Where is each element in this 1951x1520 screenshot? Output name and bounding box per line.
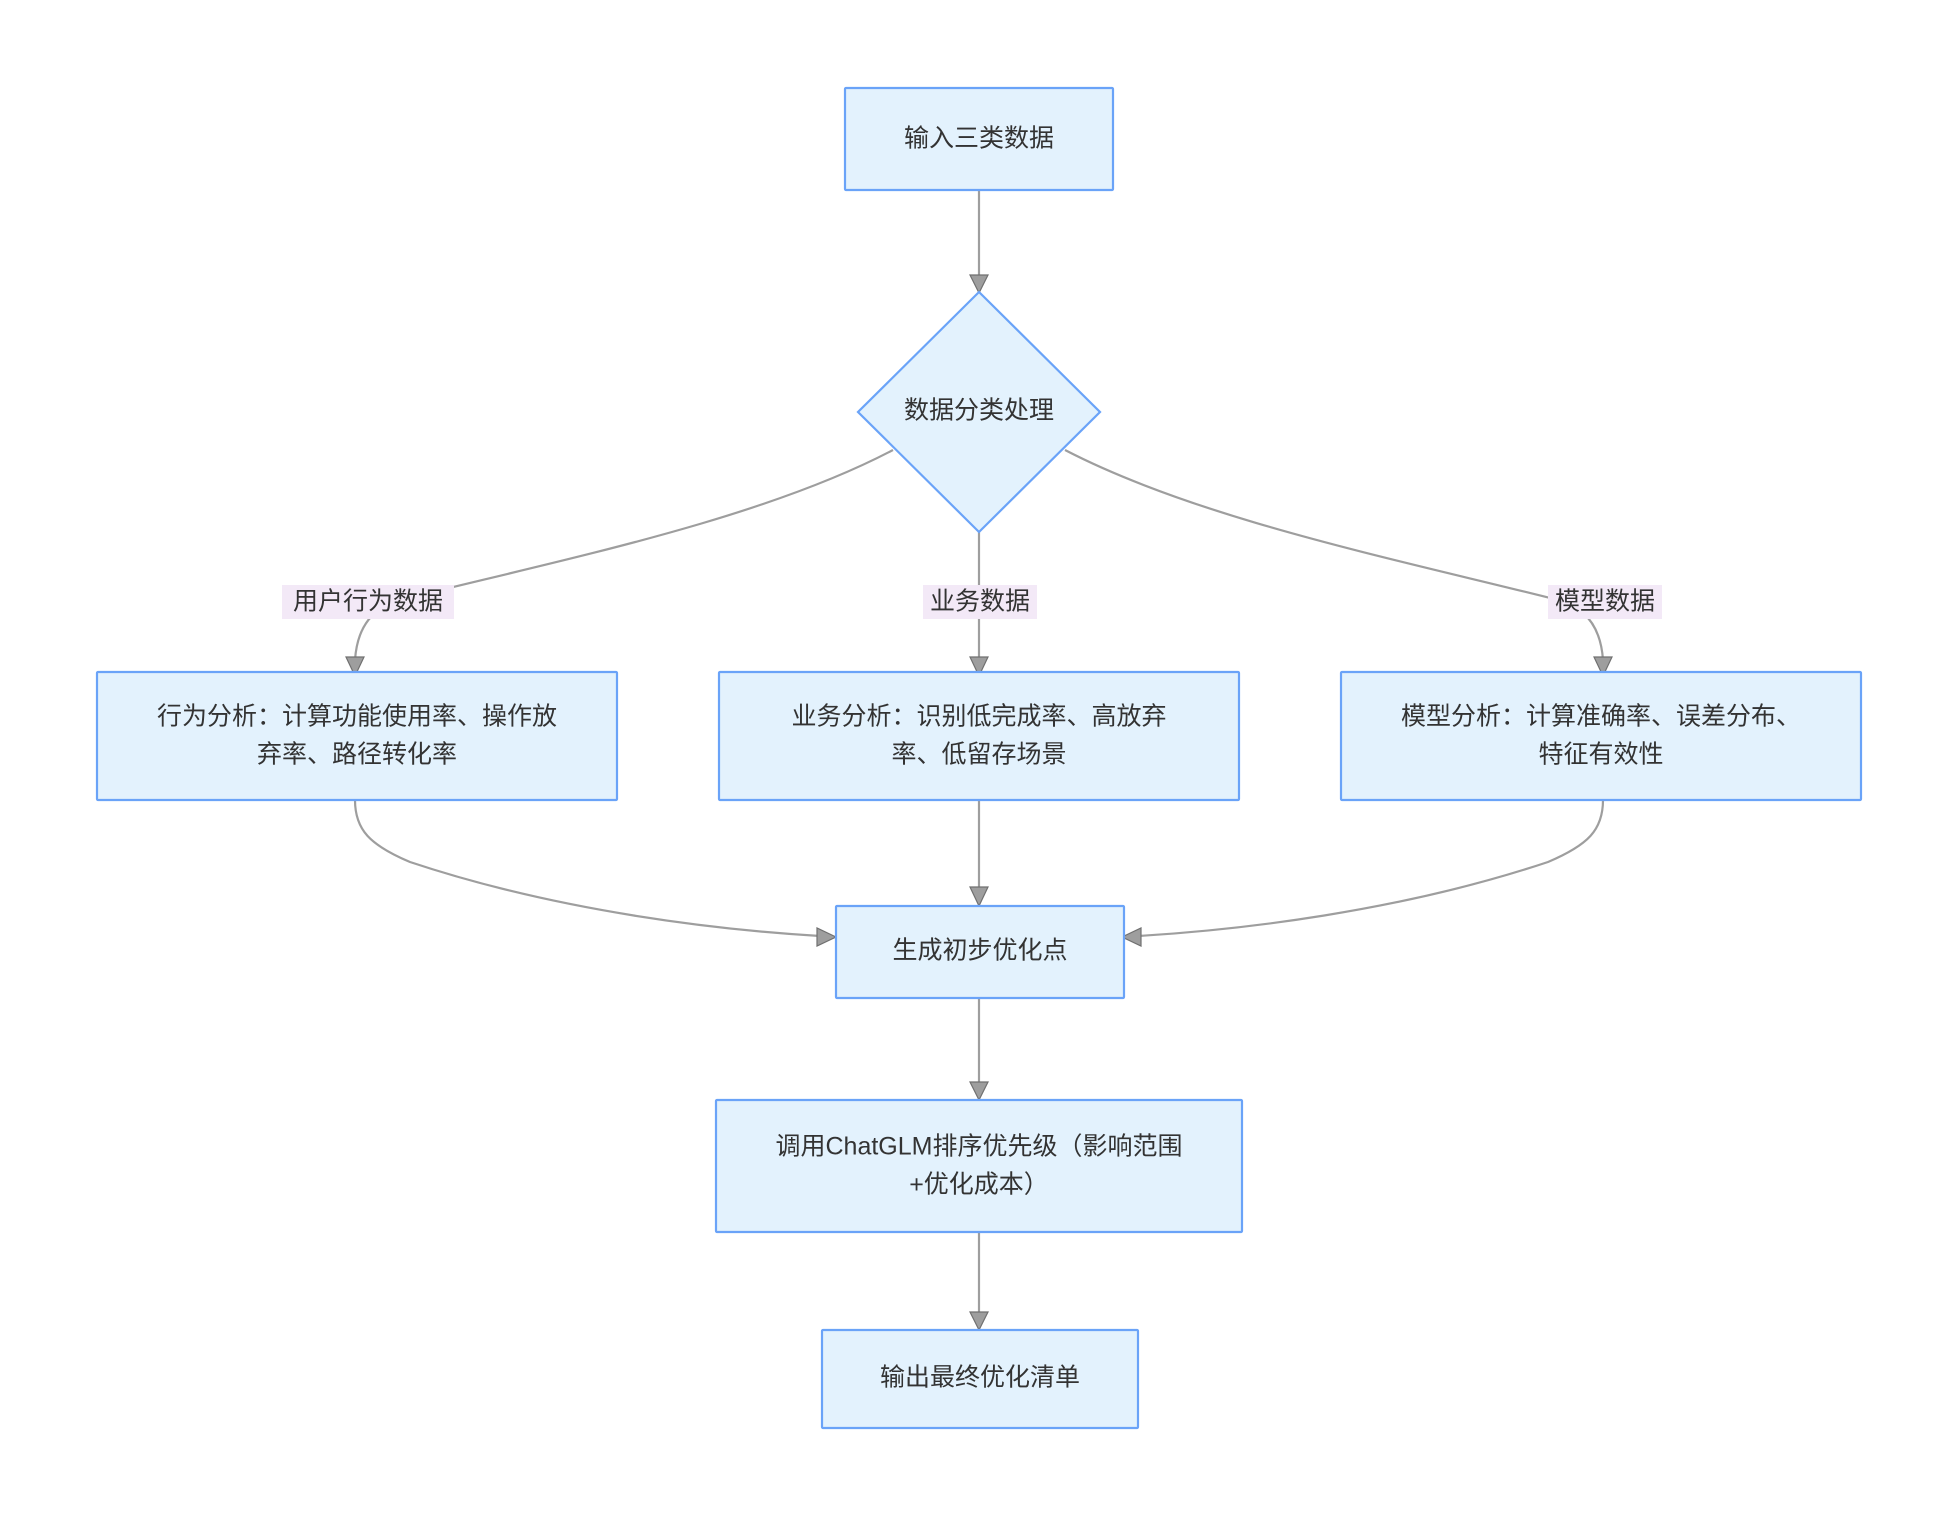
edge-label-background: [282, 585, 454, 619]
edge-line: [1064, 449, 1605, 661]
edge-chatglm-to-output: [969, 1232, 989, 1332]
edge-label-background: [1548, 585, 1662, 619]
node-label-line1: 行为分析：计算功能使用率、操作放: [157, 703, 557, 731]
node-input-three-data-types[interactable]: 输入三类数据: [843, 86, 1115, 192]
edge-label-text: 用户行为数据: [293, 588, 443, 616]
edge-line: [353, 449, 894, 661]
node-label-line1: 模型分析：计算准确率、误差分布、: [1401, 703, 1801, 731]
edge-prelim-to-chatglm: [969, 998, 989, 1102]
node-label-line2: 特征有效性: [1538, 741, 1663, 769]
arrowhead-icon: [1120, 927, 1142, 947]
node-rect: [820, 1328, 1140, 1430]
arrowhead-icon: [969, 1311, 989, 1332]
node-call-chatglm-priority-ranking[interactable]: 调用ChatGLM排序优先级（影响范围 +优化成本）: [714, 1098, 1244, 1234]
node-label-line2: 率、低留存场景: [891, 741, 1066, 769]
node-rect: [714, 1098, 1244, 1234]
node-output-final-optimization-list[interactable]: 输出最终优化清单: [820, 1328, 1140, 1430]
arrowhead-icon: [969, 656, 989, 678]
edge-line: [353, 799, 821, 938]
edge-label-user-behavior-data: 用户行为数据: [282, 585, 454, 619]
arrowhead-icon: [816, 927, 838, 947]
node-diamond: [856, 290, 1102, 534]
edge-input-to-classify: [969, 190, 989, 295]
edge-behavior-to-prelim: [353, 799, 838, 947]
edge-line: [1137, 799, 1605, 938]
node-behavior-analysis[interactable]: 行为分析：计算功能使用率、操作放 弃率、路径转化率: [95, 670, 619, 802]
node-rect: [834, 904, 1126, 1000]
node-label-line1: 调用ChatGLM排序优先级（影响范围: [776, 1133, 1183, 1161]
node-label: 数据分类处理: [904, 397, 1054, 425]
node-business-analysis[interactable]: 业务分析：识别低完成率、高放弃 率、低留存场景: [717, 670, 1241, 802]
node-data-classification-decision[interactable]: 数据分类处理: [856, 290, 1102, 534]
edge-classify-to-model: [1064, 449, 1613, 678]
node-model-analysis[interactable]: 模型分析：计算准确率、误差分布、 特征有效性: [1339, 670, 1863, 802]
node-label: 输入三类数据: [904, 125, 1054, 153]
edge-business-to-prelim: [969, 800, 989, 908]
edge-label-background: [923, 585, 1037, 619]
edge-classify-to-behavior: [345, 449, 894, 678]
edge-label-text: 模型数据: [1555, 588, 1655, 616]
edge-model-to-prelim: [1120, 799, 1605, 947]
node-generate-preliminary-optimizations[interactable]: 生成初步优化点: [834, 904, 1126, 1000]
edge-label-business-data: 业务数据: [923, 585, 1037, 619]
node-label: 生成初步优化点: [892, 937, 1067, 965]
node-rect: [717, 670, 1241, 802]
arrowhead-icon: [969, 886, 989, 908]
arrowhead-icon: [345, 656, 365, 678]
node-label: 输出最终优化清单: [880, 1364, 1080, 1392]
edge-label-model-data: 模型数据: [1548, 585, 1662, 619]
node-rect: [95, 670, 619, 802]
node-label-line2: 弃率、路径转化率: [257, 741, 457, 769]
node-label-line2: +优化成本）: [909, 1171, 1049, 1199]
arrowhead-icon: [969, 1081, 989, 1102]
arrowhead-icon: [1593, 656, 1613, 678]
node-label-line1: 业务分析：识别低完成率、高放弃: [791, 703, 1166, 731]
node-rect: [1339, 670, 1863, 802]
edge-label-text: 业务数据: [930, 588, 1030, 616]
arrowhead-icon: [969, 274, 989, 295]
node-rect: [843, 86, 1115, 192]
